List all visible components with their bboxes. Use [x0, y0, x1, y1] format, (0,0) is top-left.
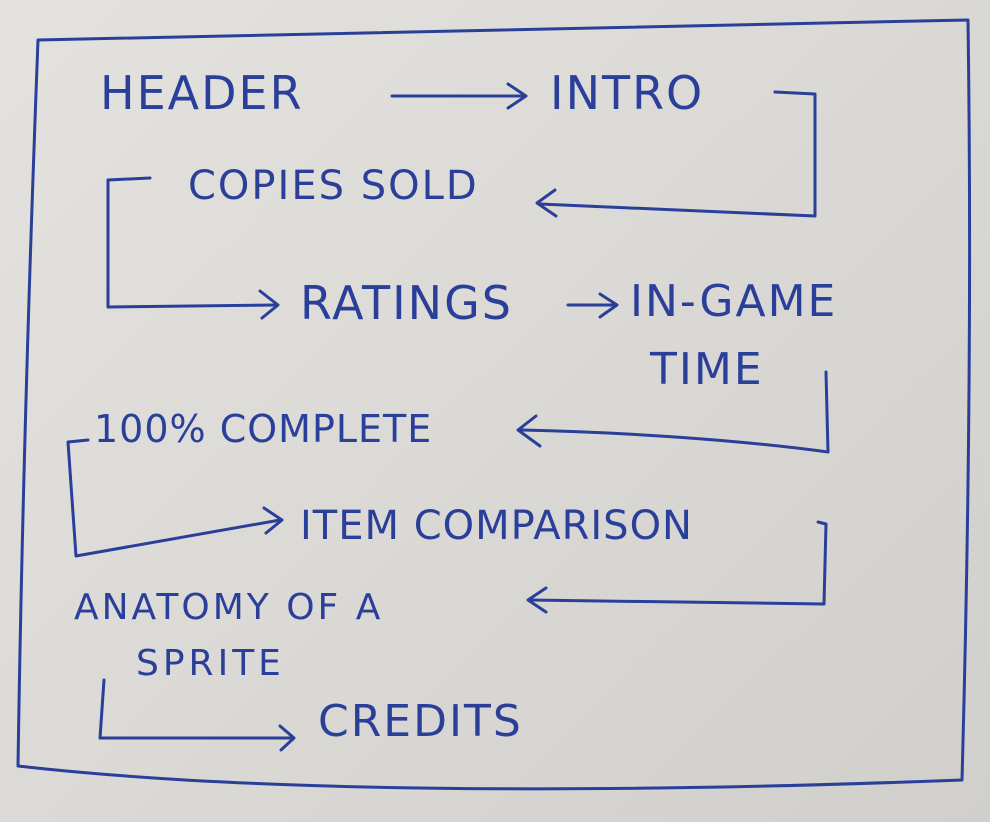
step-in-game-time-label-line1: IN-GAME	[630, 276, 838, 327]
arrowhead-item-comparison-to-anatomy	[526, 586, 548, 614]
arrow-anatomy-to-credits	[98, 678, 294, 740]
arrowhead-intro-to-copies-sold	[535, 188, 558, 218]
arrow-copies-sold-to-ratings	[106, 176, 277, 309]
arrowhead-header-to-intro	[506, 82, 528, 110]
step-header-label: HEADER	[100, 66, 304, 120]
diagram-border	[16, 18, 972, 791]
step-credits-label: CREDITS	[318, 696, 523, 747]
step-100-complete-label: 100% COMPLETE	[94, 407, 433, 451]
arrow-item-comparison-to-anatomy	[528, 520, 828, 606]
step-copies-sold-label: COPIES SOLD	[188, 163, 479, 209]
arrow-in-game-time-to-100-complete	[520, 370, 830, 454]
step-intro-label: INTRO	[550, 66, 705, 120]
arrowhead-copies-sold-to-ratings	[258, 289, 280, 320]
step-anatomy-of-a-sprite-label-line1: ANATOMY OF A	[74, 587, 384, 628]
arrowhead-in-game-time-to-100-complete	[516, 414, 542, 448]
arrow-100-complete-to-item-comparison	[66, 438, 282, 558]
arrowhead-ratings-to-in-game-time	[598, 292, 619, 319]
step-anatomy-of-a-sprite-label-line2: SPRITE	[136, 643, 285, 684]
arrowhead-anatomy-to-credits	[278, 724, 296, 752]
step-item-comparison-label: ITEM COMPARISON	[300, 503, 693, 549]
arrowhead-100-complete-to-item-comparison	[262, 506, 284, 535]
step-ratings-label: RATINGS	[300, 276, 513, 330]
step-in-game-time-label-line2: TIME	[650, 344, 764, 395]
arrow-intro-to-copies-sold	[538, 90, 817, 218]
